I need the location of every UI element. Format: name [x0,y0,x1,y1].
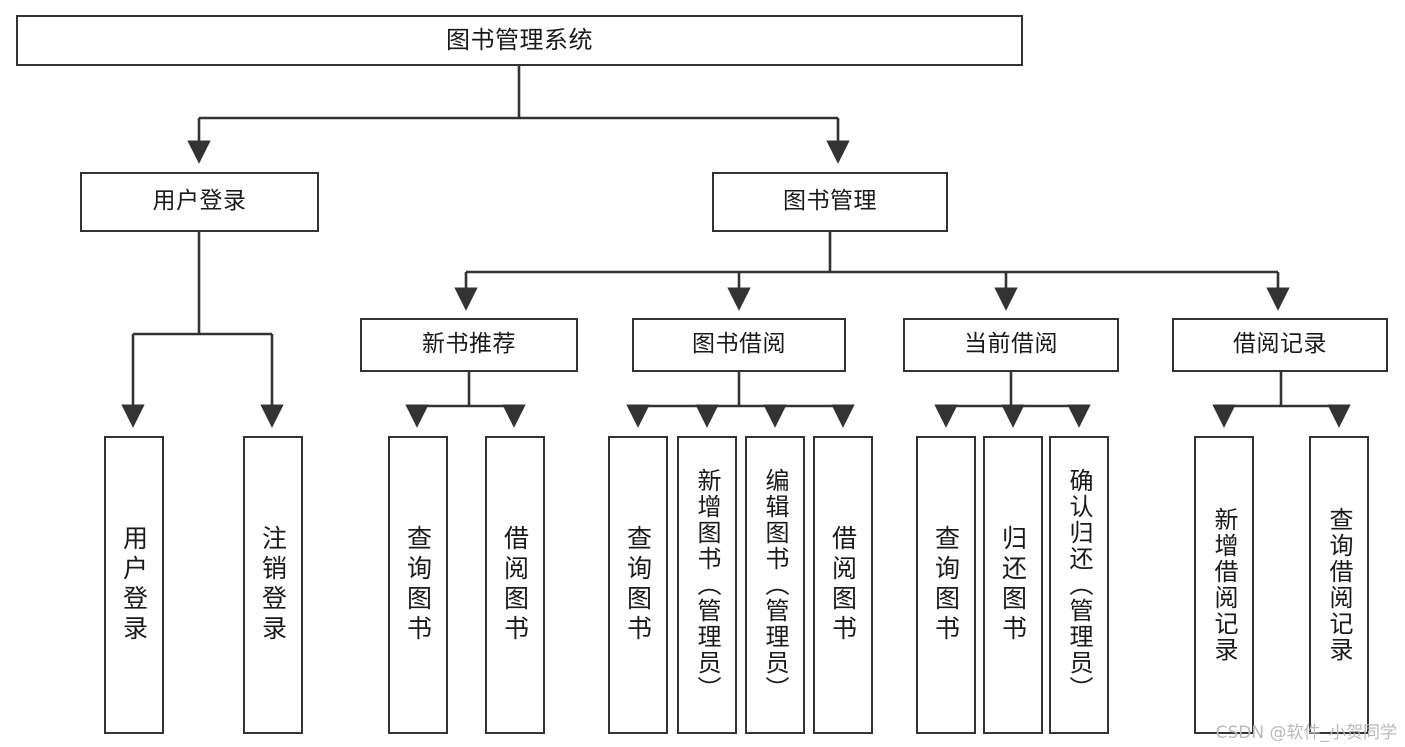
node-current-borrow[interactable]: 当前借阅 [903,318,1119,372]
node-label: 新书推荐 [422,331,516,358]
node-label: 编辑图书（管理员） [761,468,789,702]
node-label: 图书管理 [783,188,877,215]
node-leaf-add-borrow-record[interactable]: 新增借阅记录 [1194,436,1254,734]
node-book-borrow[interactable]: 图书借阅 [632,318,846,372]
node-label: 查询图书 [931,525,961,645]
node-label: 查询图书 [623,525,653,645]
node-leaf-confirm-return[interactable]: 确认归还（管理员） [1049,436,1109,734]
node-root-system[interactable]: 图书管理系统 [16,15,1023,66]
node-leaf-add-book[interactable]: 新增图书（管理员） [677,436,737,734]
node-label: 用户登录 [119,525,149,645]
node-leaf-query-book-1[interactable]: 查询图书 [388,436,448,734]
node-book-management[interactable]: 图书管理 [712,172,948,232]
node-leaf-edit-book[interactable]: 编辑图书（管理员） [745,436,805,734]
node-label: 图书管理系统 [446,26,593,55]
node-label: 图书借阅 [692,331,786,358]
node-label: 借阅图书 [828,525,858,645]
node-leaf-query-book-2[interactable]: 查询图书 [608,436,668,734]
node-borrow-record[interactable]: 借阅记录 [1172,318,1388,372]
node-leaf-borrow-book-2[interactable]: 借阅图书 [813,436,873,734]
node-label: 确认归还（管理员） [1065,468,1093,702]
node-label: 归还图书 [998,525,1028,645]
node-label: 注销登录 [258,525,288,645]
node-leaf-user-login[interactable]: 用户登录 [104,436,164,734]
node-label: 新增图书（管理员） [693,468,721,702]
node-user-login[interactable]: 用户登录 [80,172,319,232]
node-label: 当前借阅 [964,331,1058,358]
node-new-book-recommend[interactable]: 新书推荐 [360,318,578,372]
csdn-watermark: CSDN @软件_小贺同学 [1215,723,1397,743]
node-leaf-logout-login[interactable]: 注销登录 [243,436,303,734]
node-label: 新增借阅记录 [1210,507,1238,663]
node-label: 借阅记录 [1233,331,1327,358]
node-label: 用户登录 [152,188,247,215]
node-label: 查询借阅记录 [1325,507,1353,663]
node-leaf-return-book[interactable]: 归还图书 [983,436,1043,734]
node-leaf-query-book-3[interactable]: 查询图书 [916,436,976,734]
node-leaf-query-borrow-record[interactable]: 查询借阅记录 [1309,436,1369,734]
node-leaf-borrow-book-1[interactable]: 借阅图书 [485,436,545,734]
node-label: 查询图书 [403,525,433,645]
node-label: 借阅图书 [500,525,530,645]
